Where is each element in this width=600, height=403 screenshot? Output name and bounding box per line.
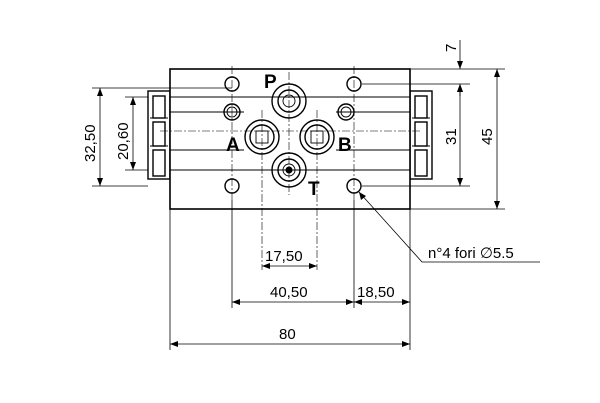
center-lines (160, 66, 420, 270)
dim-holes-vertical-text: 31 (443, 128, 460, 145)
dim-total-height-text: 45 (479, 128, 496, 145)
right-fitting (409, 90, 433, 180)
mounting-hole (224, 76, 240, 92)
dim-ab-spacing-text: 17,50 (265, 248, 303, 265)
dim-left-inner (130, 97, 136, 170)
dim-top-offset-text: 7 (443, 44, 460, 52)
port-p-circle (271, 83, 307, 119)
dim-right-extension-lines (362, 68, 505, 210)
dim-total-width (170, 341, 410, 347)
port-a-label: A (226, 135, 240, 156)
mounting-holes (224, 76, 362, 194)
dim-total-width-text: 80 (279, 326, 296, 343)
dim-left-extension-lines (92, 87, 232, 187)
left-fitting (147, 90, 171, 180)
port-b-label: B (338, 135, 352, 156)
dim-left-outer (97, 88, 103, 186)
dim-ab-spacing (262, 263, 317, 269)
holes-callout-text: n°4 fori ∅5.5 (428, 245, 514, 262)
holes-callout-leader (358, 191, 540, 263)
dim-left-inner-text: 20,60 (115, 122, 132, 160)
dim-holes-spacing (169, 200, 411, 350)
dim-hole-to-edge-text: 18,50 (357, 284, 395, 301)
port-p-label: P (264, 72, 277, 93)
pilot-holes (223, 103, 355, 121)
dim-total-height (494, 69, 500, 209)
port-t-circle (271, 152, 307, 188)
dim-holes-spacing-text: 40,50 (270, 284, 308, 301)
port-a-circle (244, 119, 280, 155)
mounting-hole (224, 178, 240, 194)
port-b-circle (299, 119, 335, 155)
dim-holes-vertical (457, 84, 463, 186)
mounting-hole (346, 76, 362, 92)
dim-left-outer-text: 32,50 (82, 124, 99, 162)
port-t-label: T (308, 179, 320, 200)
mounting-hole (346, 178, 362, 194)
